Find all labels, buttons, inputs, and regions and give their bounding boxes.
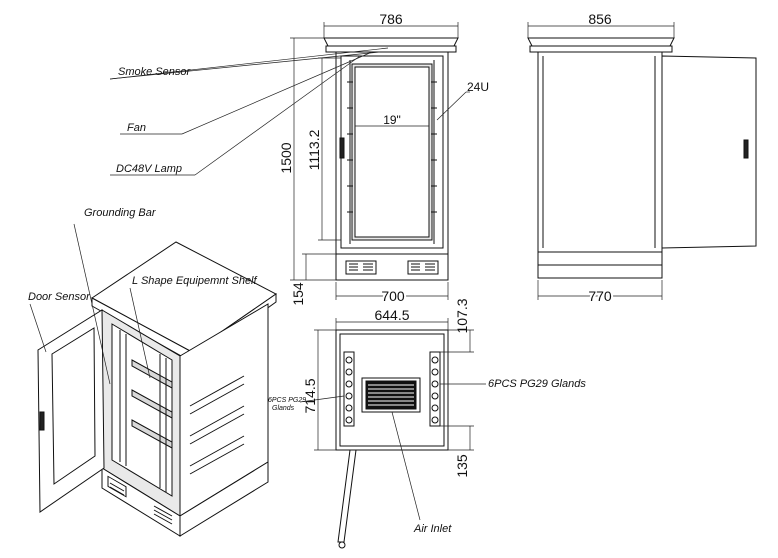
top-door-swing xyxy=(337,449,357,543)
leader-air-inlet xyxy=(391,411,421,521)
front-door-handle xyxy=(339,137,345,159)
front-callouts: Smoke Sensor Fan DC48V Lamp xyxy=(109,47,389,176)
isometric-view: Grounding Bar L Shape Equipemnt Shelf Do… xyxy=(28,207,277,537)
iso-door-window xyxy=(51,327,96,485)
side-roof-edge xyxy=(529,45,673,53)
leader-smoke-sensor xyxy=(109,47,389,80)
leader-door-sensor xyxy=(29,303,47,353)
dim-1500: 1500 xyxy=(278,142,294,173)
front-rail-ticks xyxy=(347,81,437,213)
top-glands-right xyxy=(431,356,439,424)
label-glands-left-1: 6PCS PG29 xyxy=(268,397,306,404)
label-fan: Fan xyxy=(127,122,146,134)
iso-shelf-3 xyxy=(131,419,173,449)
top-gland-strip-left xyxy=(343,351,355,427)
top-inner xyxy=(339,333,445,447)
dim-135: 135 xyxy=(454,454,470,478)
side-body xyxy=(537,51,663,253)
label-grounding-bar: Grounding Bar xyxy=(84,207,157,219)
dim-644: 644.5 xyxy=(374,307,409,323)
side-roof xyxy=(527,37,675,47)
dim-107: 107.3 xyxy=(454,298,470,333)
front-roof-edge xyxy=(325,45,457,53)
dim-24u: 24U xyxy=(467,80,489,94)
iso-base-vents xyxy=(107,475,173,525)
label-lamp: DC48V Lamp xyxy=(116,163,182,175)
iso-base-side xyxy=(179,461,269,537)
dim-856: 856 xyxy=(588,11,612,27)
top-air-inlet-slots xyxy=(368,384,414,406)
label-smoke-sensor: Smoke Sensor xyxy=(118,66,191,78)
side-view: 856 770 xyxy=(527,11,757,306)
dim-786: 786 xyxy=(379,11,403,27)
leader-glands-left xyxy=(299,395,345,403)
dim-714: 714.5 xyxy=(302,378,318,413)
dim-154: 154 xyxy=(290,282,306,306)
front-inner-panel xyxy=(354,66,430,238)
front-view: 786 19" 24U 1500 1113.2 154 700 xyxy=(278,11,489,306)
top-glands-left xyxy=(345,356,353,424)
label-door-sensor: Door Sensor xyxy=(28,291,91,303)
dim-19in: 19" xyxy=(383,113,401,127)
iso-inner-back xyxy=(111,323,173,497)
iso-door-handle xyxy=(39,411,45,431)
label-glands-left-2: Glands xyxy=(272,405,295,412)
label-glands-right: 6PCS PG29 Glands xyxy=(488,378,586,390)
label-shelf: L Shape Equipemnt Shelf xyxy=(132,275,257,287)
front-roof xyxy=(323,37,459,47)
label-air-inlet: Air Inlet xyxy=(413,523,452,535)
dim-700: 700 xyxy=(381,288,405,304)
leader-grounding-bar xyxy=(73,223,111,385)
iso-shelf-1 xyxy=(131,359,173,389)
top-gland-strip-right xyxy=(429,351,441,427)
dim-770: 770 xyxy=(588,288,612,304)
iso-shelf-2 xyxy=(131,389,173,419)
front-base-vent-right xyxy=(407,260,439,275)
dim-1113: 1113.2 xyxy=(306,129,322,170)
leader-shelf xyxy=(129,287,151,379)
front-base-vent-left xyxy=(345,260,377,275)
leader-24u xyxy=(436,91,467,121)
side-door-handle xyxy=(743,139,749,159)
top-view: 644.5 714.5 107.3 135 6PCS PG29 Glands 6… xyxy=(268,298,586,549)
side-open-door xyxy=(661,55,757,249)
top-hinge xyxy=(338,541,346,549)
